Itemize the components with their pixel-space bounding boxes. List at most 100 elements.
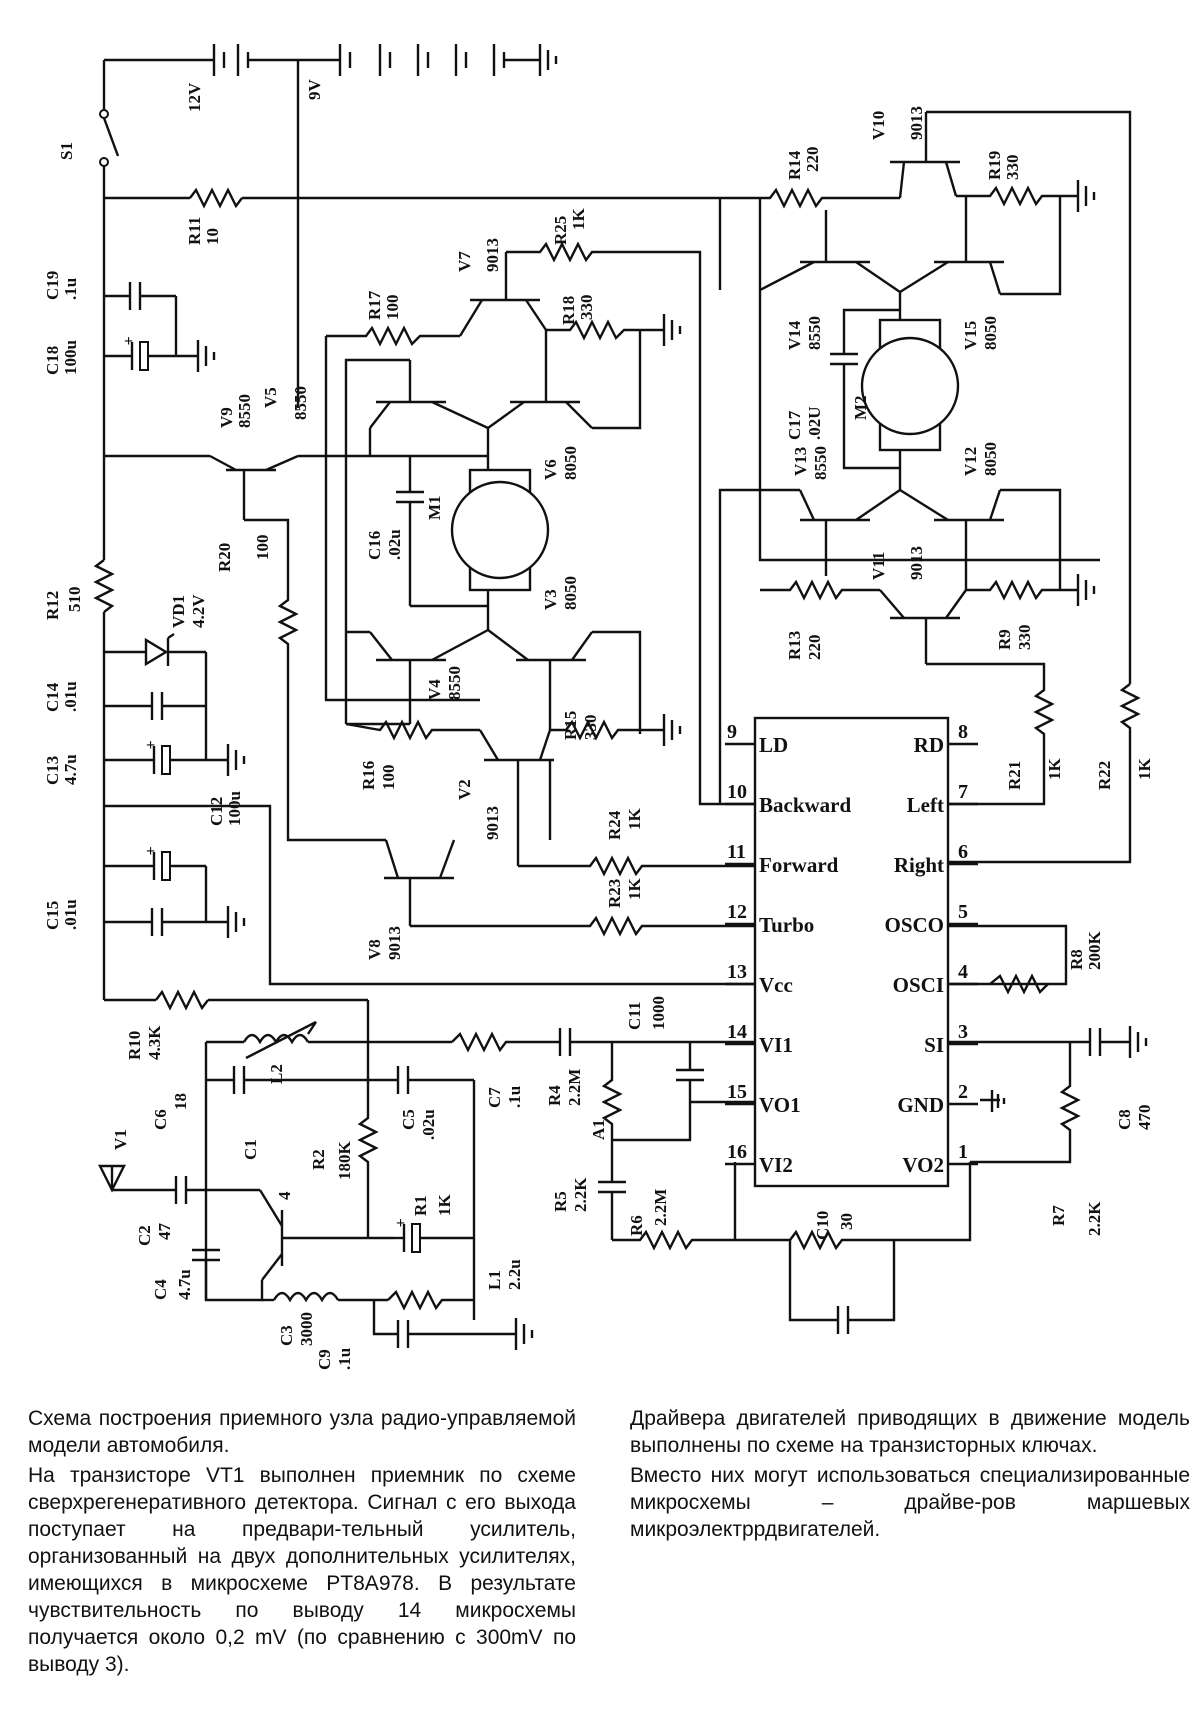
label-v6: V6 <box>541 459 560 480</box>
value-c12: 100u <box>225 791 244 826</box>
label-v4: V4 <box>425 679 444 700</box>
label-r17: R17 <box>365 290 384 320</box>
ic-pin-label-osco: OSCO <box>884 913 944 937</box>
ic-pin-label-left: Left <box>907 793 944 817</box>
label-c16: C16 <box>365 531 384 560</box>
value-c18: 100u <box>61 340 80 375</box>
label-r9: R9 <box>995 629 1014 650</box>
motor-m2-icon <box>860 336 960 436</box>
ic-pin-number: 11 <box>727 841 746 863</box>
value-r14: 220 <box>803 147 822 173</box>
ic-pin-label-vo2: VO2 <box>902 1153 944 1177</box>
ic-pin-label-ld: LD <box>759 733 788 757</box>
wire <box>926 110 1132 684</box>
svg-text:+: + <box>124 333 133 350</box>
label-v2: V2 <box>455 779 474 800</box>
resistor-r10 <box>155 989 209 1011</box>
ic-pin-number: 5 <box>958 901 968 923</box>
transistor-v7 <box>458 252 547 337</box>
transistor-v2 <box>478 729 554 866</box>
label-r23: R23 <box>605 879 624 908</box>
caption-right: Драйвера двигателей приводящих в движени… <box>630 1405 1190 1546</box>
label-r24: R24 <box>605 810 624 840</box>
value-r10: 4.3K <box>145 1025 164 1060</box>
wire <box>948 924 1068 986</box>
capacitor-c4: + <box>394 1215 474 1253</box>
svg-text:+: + <box>146 737 155 754</box>
label-c5: C5 <box>399 1109 418 1130</box>
label-l1: C3 <box>277 1325 296 1346</box>
label-c15: C15 <box>43 901 62 930</box>
label-v7: V7 <box>455 251 474 272</box>
value-c19: .1u <box>61 278 80 300</box>
label-vd1: VD1 <box>169 595 188 628</box>
wire <box>592 630 642 734</box>
motor-m1-icon <box>450 480 550 580</box>
resistor-r11 <box>189 187 243 209</box>
label-v12: V12 <box>961 447 980 476</box>
resistor-r18 <box>546 319 664 341</box>
resistor-r9 <box>966 579 1078 601</box>
label-s1: S1 <box>57 142 76 160</box>
value-r5: 2.2M <box>651 1189 670 1226</box>
label-c13: C13 <box>43 756 62 785</box>
value-r24: 1K <box>625 808 644 831</box>
label-c12: C12 <box>207 797 226 826</box>
label-c19: C19 <box>43 271 62 300</box>
transistor-v13 <box>798 489 901 576</box>
caption-right-p2: Вместо них могут использоваться специали… <box>630 1464 1190 1541</box>
label-r11: R11 <box>185 217 204 245</box>
label-r5: R6 <box>627 1215 646 1236</box>
value-v6: 8050 <box>561 446 580 480</box>
resistor-r21 <box>926 662 1055 806</box>
wire <box>718 488 800 804</box>
transistor-v4 <box>369 628 489 724</box>
label-r22: R22 <box>1095 761 1114 790</box>
value-c14: .01u <box>61 681 80 712</box>
capacitor-c12: + <box>104 843 208 922</box>
ic-pin-number: 12 <box>727 901 747 923</box>
value-c17: .02U <box>805 406 824 440</box>
ic-pin-label-right: Right <box>894 853 944 877</box>
value-r21: 1K <box>1045 758 1064 781</box>
value-c13: 4.7u <box>61 754 80 785</box>
label-c7: R4 <box>545 1085 564 1106</box>
value-r25: 1K <box>569 208 588 231</box>
transistor-v14 <box>759 210 901 293</box>
capacitor-c17 <box>830 308 900 470</box>
ic-pin-number: 10 <box>727 781 747 803</box>
value-c7: 2.2M <box>565 1069 584 1106</box>
capacitor-c2 <box>192 1248 264 1302</box>
value-c6: 18 <box>171 1093 190 1110</box>
label-r16: R16 <box>359 761 378 790</box>
transistor-v3 <box>487 629 593 730</box>
capacitor-c3 <box>372 1300 516 1348</box>
ic-pin-label-backward: Backward <box>759 793 851 817</box>
svg-text:+: + <box>146 843 155 860</box>
ic-pin-label-vi1: VI1 <box>759 1033 793 1057</box>
value-v7: 9013 <box>483 238 502 272</box>
value-c2: 4.7u <box>175 1269 194 1300</box>
value-vd1: 4.2V <box>189 594 208 628</box>
label-r7: R7 <box>1049 1205 1068 1226</box>
value-r11: 10 <box>203 228 222 245</box>
inductor-l1 <box>262 1291 388 1303</box>
label-v3: V3 <box>541 589 560 610</box>
value-c4: 1K <box>435 1194 454 1217</box>
value-r9: 330 <box>1015 625 1034 651</box>
label-c11: C8 <box>1115 1109 1134 1130</box>
label-v15: V15 <box>961 321 980 350</box>
ic-pin-number: 13 <box>727 961 747 983</box>
value-v13: 8550 <box>811 446 830 480</box>
ic-pin-label-vo1: VO1 <box>759 1093 801 1117</box>
capacitor-c10 <box>788 1240 896 1334</box>
value-r20: 100 <box>253 535 272 561</box>
label-r20: R20 <box>215 543 234 572</box>
value-c8: 1000 <box>649 996 668 1030</box>
value-v4: 8550 <box>445 666 464 700</box>
label-r15: R15 <box>561 711 580 740</box>
transistor-v9 <box>209 454 299 520</box>
value-r16: 100 <box>379 765 398 791</box>
wire <box>344 358 410 724</box>
value-v2: 9013 <box>483 806 502 840</box>
